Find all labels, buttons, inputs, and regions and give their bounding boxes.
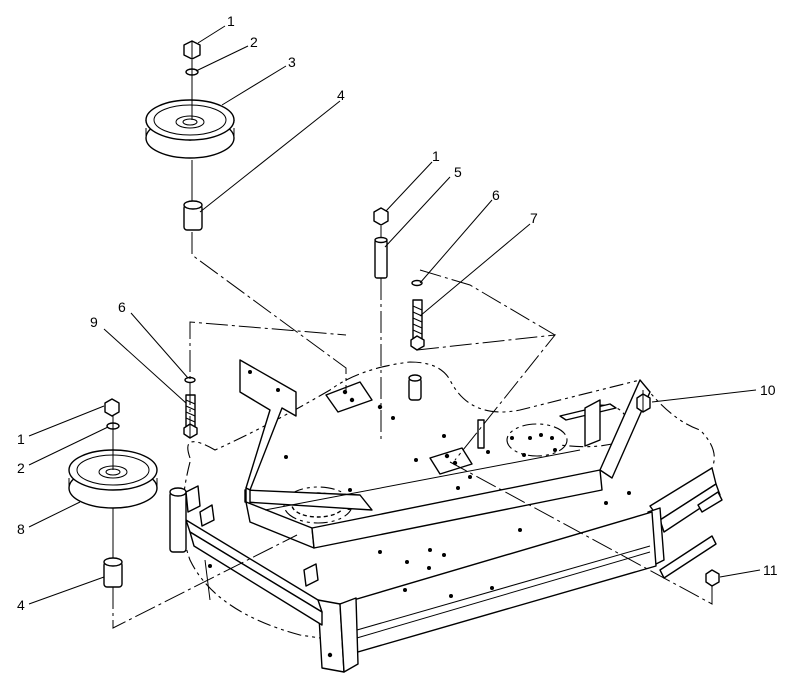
callout-1-center: 1 (432, 148, 440, 164)
idler-stud (408, 374, 485, 449)
callout-2-lower: 2 (17, 460, 25, 476)
belt-cover-bracket (239, 359, 651, 549)
callout-1-lower: 1 (17, 431, 25, 447)
callout-3: 3 (288, 54, 296, 70)
upper-pulley-stack (145, 40, 235, 231)
assembly-centerlines (112, 232, 713, 629)
callout-4-upper: 4 (337, 87, 345, 103)
right-bolt (410, 279, 425, 351)
callout-6-right: 6 (492, 187, 500, 203)
mower-deck (169, 361, 723, 673)
callout-7: 7 (530, 210, 538, 226)
callout-10: 10 (760, 382, 776, 398)
lower-pulley-stack (68, 398, 158, 588)
callout-6-left: 6 (118, 299, 126, 315)
callout-labels: 1 2 3 4 1 5 6 7 9 6 10 1 2 8 4 11 (17, 13, 778, 613)
callout-5: 5 (454, 164, 462, 180)
callout-9: 9 (90, 314, 98, 330)
callout-4-lower: 4 (17, 597, 25, 613)
callout-11: 11 (763, 562, 778, 578)
small-right-parts (636, 393, 720, 587)
callout-8: 8 (17, 521, 25, 537)
center-bolt-stack (373, 207, 389, 279)
callout-2-upper: 2 (250, 34, 258, 50)
callout-1-upper: 1 (227, 13, 235, 29)
leader-lines (28, 25, 761, 605)
